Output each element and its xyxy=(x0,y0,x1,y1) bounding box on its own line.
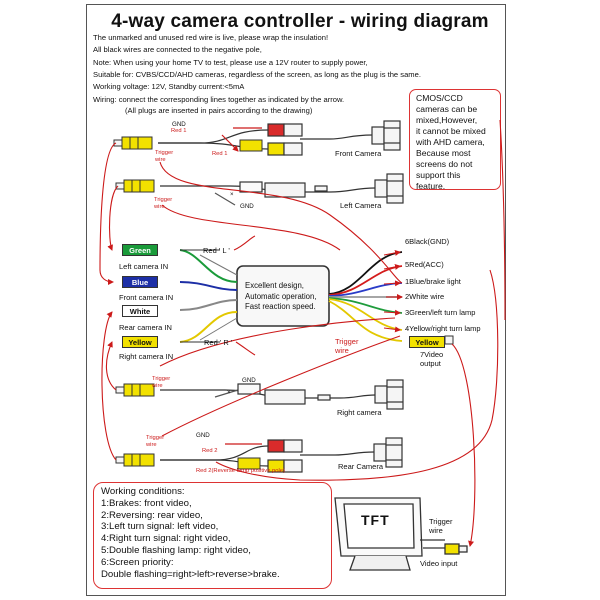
front-camera-in-label: Front camera IN xyxy=(119,293,174,302)
monitor-trigger-label: Trigger wire xyxy=(429,517,453,535)
input-tag-green: Green xyxy=(122,244,158,256)
note-line-2: All black wires are connected to the neg… xyxy=(93,45,262,54)
right-x-mark: × xyxy=(227,389,231,396)
red2-note-label: Red 2(Reverse lamp positive pole) xyxy=(196,468,285,474)
note-line-7: (All plugs are inserted in pairs accordi… xyxy=(125,106,313,115)
video-out-tag-text: Yellow xyxy=(415,338,439,347)
input-tag-yellow-text: Yellow xyxy=(128,338,152,347)
red1-bottom-label: Red 1 xyxy=(212,151,228,157)
tft-screen-text: TFT xyxy=(361,512,390,528)
rear-camera-cable xyxy=(160,437,403,473)
left-rca-plug xyxy=(115,179,155,193)
rear-trigger-label: Trigger wire xyxy=(146,435,165,448)
right-camera-in-label: Right camera IN xyxy=(119,352,174,361)
video-out-trigger-label: Trigger wire xyxy=(335,337,359,355)
red-l-label: Red ' L ' xyxy=(203,246,230,255)
note-line-3: Note: When using your home TV to test, p… xyxy=(93,58,368,67)
routing-arrows xyxy=(99,119,506,547)
output-label-yellow: 4Yellow/right turn lamp xyxy=(405,324,481,333)
red-r-label: Red ' R ' xyxy=(204,338,233,347)
right-trigger-label: Trigger wire xyxy=(152,376,171,389)
right-rca-plug xyxy=(115,383,155,397)
front-camera-cable xyxy=(158,120,401,156)
diagram-title: 4-way camera controller - wiring diagram xyxy=(111,11,489,32)
red1-top-label: Red 1 xyxy=(171,128,187,134)
left-camera-label: Left Camera xyxy=(340,201,382,210)
output-label-green: 3Green/left turn lamp xyxy=(405,308,476,317)
video-output-label: 7Video output xyxy=(420,350,444,368)
note-line-6: Wiring: connect the corresponding lines … xyxy=(93,95,345,104)
front-gnd-label: GND xyxy=(172,121,186,128)
front-small-rca xyxy=(239,139,263,152)
input-tag-blue-text: Blue xyxy=(131,278,149,287)
left-camera-cable xyxy=(160,173,404,206)
tft-monitor xyxy=(334,497,468,571)
front-trigger-label: Trigger wire xyxy=(155,150,174,163)
ccd-note-text: CMOS/CCD cameras can be mixed,However, i… xyxy=(416,93,486,191)
output-label-blue: 1Blue/brake light xyxy=(405,277,461,286)
right-camera-cable xyxy=(160,379,404,410)
rear-rca-plug xyxy=(115,453,155,467)
rear-camera-label: Rear Camera xyxy=(338,462,384,471)
video-out-tag: Yellow xyxy=(409,336,445,348)
video-out-plug xyxy=(444,335,454,345)
input-tag-green-text: Green xyxy=(129,246,151,255)
rear-camera-in-label: Rear camera IN xyxy=(119,323,172,332)
input-tag-blue: Blue xyxy=(122,276,158,288)
output-label-white: 2White wire xyxy=(405,292,445,301)
rear-small-rca xyxy=(237,457,261,470)
output-label-black: 6Black(GND) xyxy=(405,237,450,246)
controller-text: Excellent design, Automatic operation, F… xyxy=(245,281,317,311)
note-line-1: The unmarked and unused red wire is live… xyxy=(93,33,329,42)
front-camera-label: Front Camera xyxy=(335,149,382,158)
right-gnd-label: GND xyxy=(242,377,256,384)
left-x-mark: × xyxy=(230,191,234,198)
input-tag-white-text: White xyxy=(129,307,151,316)
working-conditions-text: Working conditions: 1:Brakes: front vide… xyxy=(101,486,280,580)
front-rca-plug xyxy=(113,136,153,150)
left-camera-in-label: Left camera IN xyxy=(119,262,169,271)
red2-label: Red 2 xyxy=(202,448,218,454)
rear-gnd-label: GND xyxy=(196,432,210,439)
output-arrows xyxy=(383,249,403,333)
input-tag-yellow: Yellow xyxy=(122,336,158,348)
left-gnd-label: GND xyxy=(240,203,254,210)
video-input-label: Video input xyxy=(420,559,458,568)
input-wires xyxy=(179,249,238,343)
input-tag-white: White xyxy=(122,305,158,317)
right-camera-label: Right camera xyxy=(337,408,382,417)
working-conditions-box xyxy=(93,482,332,589)
left-trigger-label: Trigger wire xyxy=(154,197,173,210)
ccd-note-box xyxy=(409,89,501,190)
note-line-5: Working voltage: 12V, Standby current:<5… xyxy=(93,82,245,91)
note-line-4: Suitable for: CVBS/CCD/AHD cameras, rega… xyxy=(93,70,421,79)
output-label-red: 5Red(ACC) xyxy=(405,260,444,269)
